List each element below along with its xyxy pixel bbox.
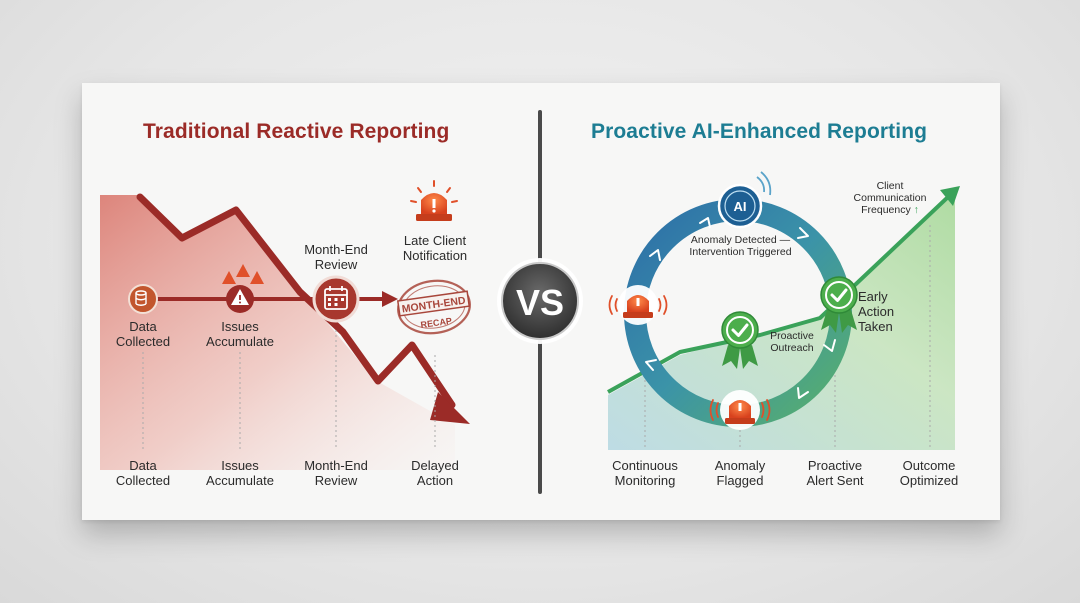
- timeline-label: Proactive Alert Sent: [806, 458, 864, 488]
- node-label-late-client-notification: Late Client Notification: [402, 233, 468, 263]
- left-panel: MONTH-END RECAP: [100, 180, 471, 470]
- warning-icon: [222, 264, 264, 313]
- alarm-siren-icon: [608, 285, 668, 325]
- database-icon: [128, 284, 158, 314]
- calendar-icon: [312, 275, 360, 323]
- timeline-guides-right: [644, 225, 931, 450]
- growth-area: [608, 193, 955, 450]
- growth-arrowhead: [940, 186, 960, 206]
- center-divider: VS: [497, 110, 583, 494]
- decline-arrowhead: [430, 392, 470, 424]
- timeline-label: Delayed Action: [411, 458, 459, 488]
- checkmark-badge-icon: [721, 311, 759, 369]
- timeline-label: Outcome Optimized: [899, 458, 959, 488]
- proactive-outreach-label: Proactive Outreach: [770, 330, 814, 354]
- trend-label: Client Communication Frequency ↑: [845, 180, 935, 216]
- recap-stamp: MONTH-END RECAP: [396, 279, 471, 335]
- ai-brain-icon: AI: [717, 171, 772, 229]
- timeline-label: Anomaly Flagged: [714, 458, 766, 488]
- vs-label: VS: [516, 282, 564, 323]
- timeline-label: Continuous Monitoring: [612, 458, 678, 488]
- cycle-label: Anomaly Detected — Intervention Triggere…: [689, 234, 792, 258]
- checkmark-badge-icon: [820, 276, 858, 333]
- timeline-label: Issues Accumulate: [206, 458, 274, 488]
- ai-badge-label: AI: [734, 199, 747, 214]
- node-label-month-end-review: Month-End Review: [304, 242, 368, 272]
- decline-area: [100, 195, 455, 470]
- cycle-direction-arrows: [645, 217, 836, 399]
- node-label-issues-accumulate: Issues Accumulate: [206, 319, 274, 349]
- early-action-label: Early Action Taken: [858, 289, 895, 334]
- timeline-label: Month-End Review: [304, 458, 368, 488]
- process-arrowhead: [382, 291, 398, 307]
- right-panel-title: Proactive AI-Enhanced Reporting: [591, 120, 928, 143]
- trend-label-text: Client Communication Frequency: [853, 180, 927, 216]
- alarm-siren-icon: [709, 390, 771, 430]
- left-panel-title: Traditional Reactive Reporting: [143, 120, 450, 143]
- timeline-guides: [142, 330, 436, 450]
- up-arrow-icon: ↑: [913, 204, 919, 216]
- alarm-siren-icon: [410, 180, 458, 221]
- node-label-data-collected: Data Collected: [115, 319, 171, 349]
- timeline-label: Data Collected: [115, 458, 171, 488]
- stamp-text-bottom: RECAP: [420, 316, 453, 330]
- right-panel: AI: [607, 171, 960, 450]
